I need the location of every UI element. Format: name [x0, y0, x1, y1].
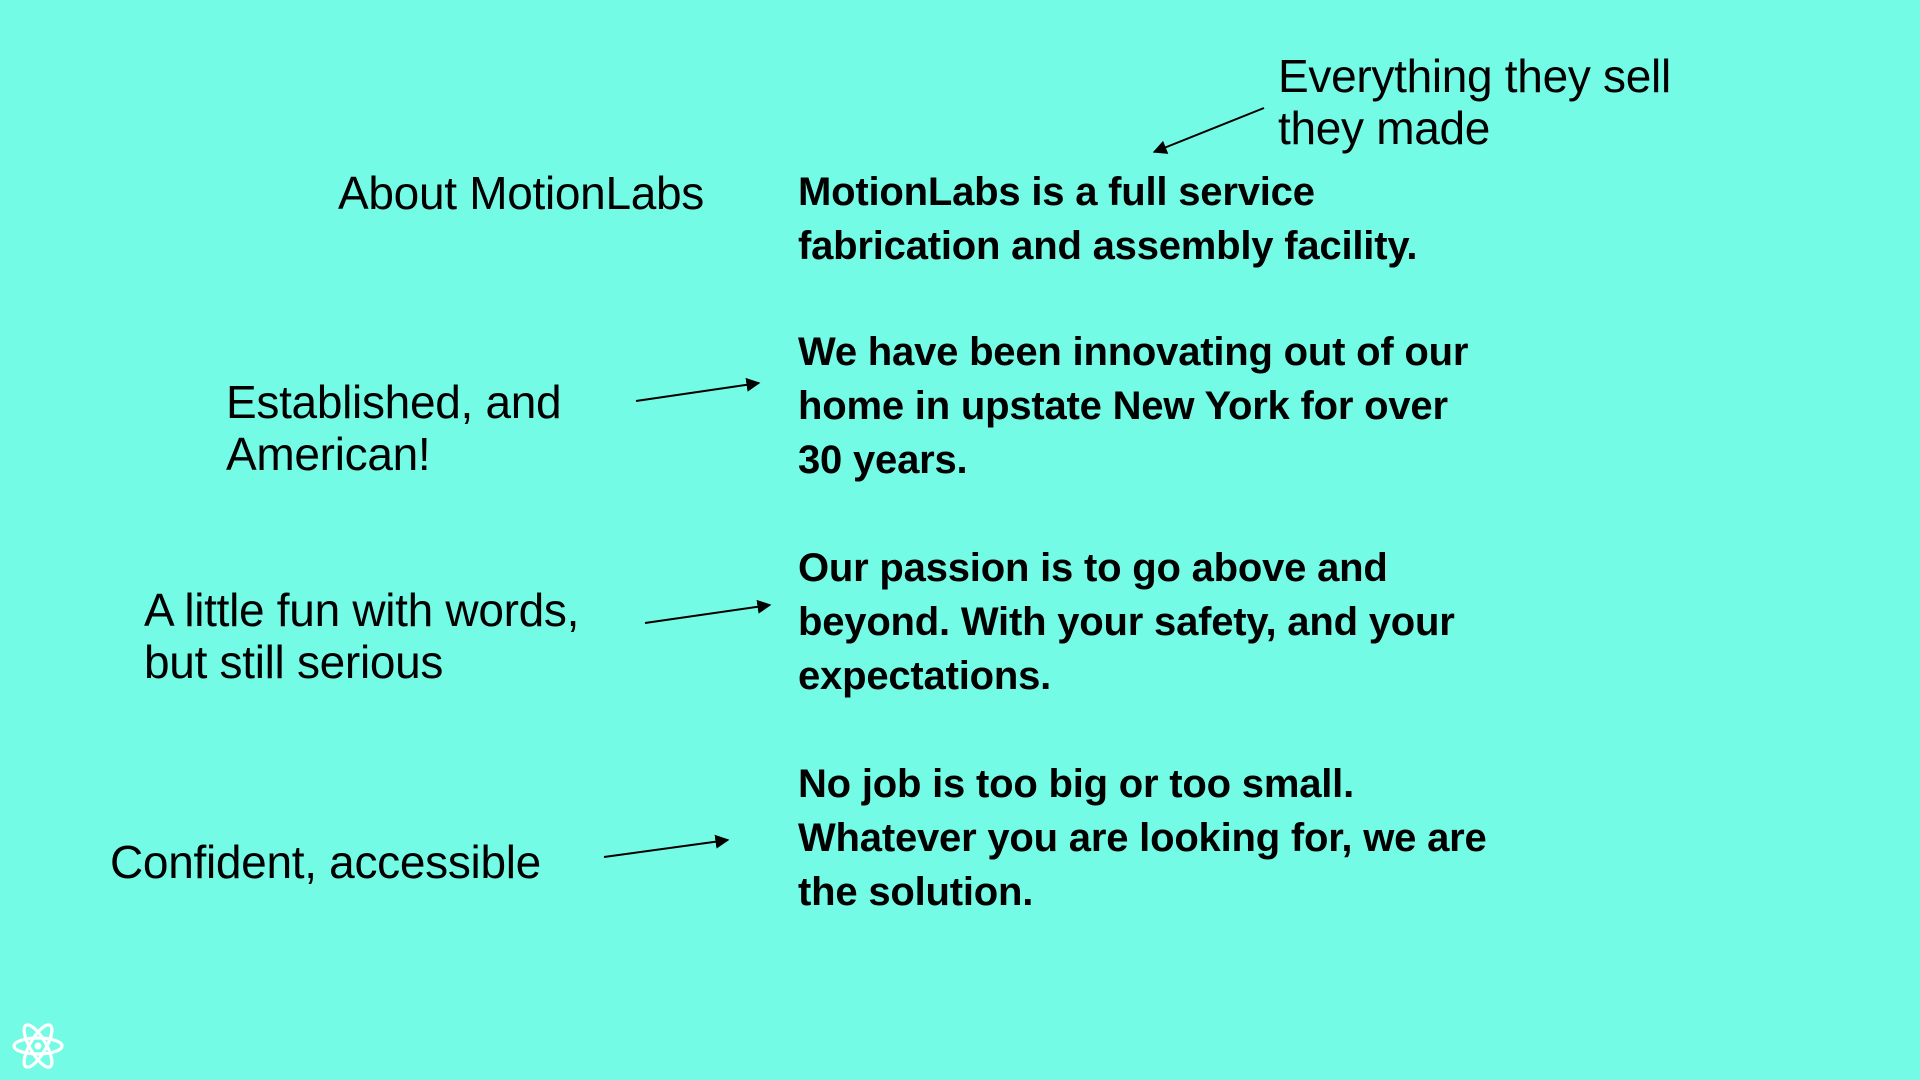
annotation-line: they made [1278, 102, 1491, 154]
page-title: About MotionLabs [338, 167, 705, 219]
paragraph-line: We have been innovating out of our [798, 330, 1469, 374]
paragraph-line: fabrication and assembly facility. [798, 224, 1418, 268]
paragraph-line: 30 years. [798, 438, 968, 482]
annotation-line: American! [226, 428, 431, 480]
annotation-established: Established, and American! [226, 376, 562, 480]
arrow-confident [603, 834, 730, 858]
annotation-line: Everything they sell [1278, 50, 1671, 102]
annotation-confident: Confident, accessible [110, 836, 541, 888]
arrow-made [1152, 107, 1265, 154]
annotation-line: Established, and [226, 376, 562, 428]
paragraph-history: We have been innovating out of our home … [798, 325, 1468, 487]
paragraph-line: MotionLabs is a full service [798, 170, 1315, 214]
paragraph-line: Whatever you are looking for, we are [798, 816, 1487, 860]
paragraph-line: beyond. With your safety, and your [798, 600, 1455, 644]
atom-logo-icon [12, 1023, 64, 1069]
paragraph-line: expectations. [798, 654, 1052, 698]
annotation-fun: A little fun with words, but still serio… [144, 584, 579, 688]
paragraph-passion: Our passion is to go above and beyond. W… [798, 541, 1455, 703]
annotation-line: but still serious [144, 636, 444, 688]
paragraph-line: the solution. [798, 870, 1034, 914]
paragraph-solution: No job is too big or too small. Whatever… [798, 757, 1487, 919]
arrow-established [635, 377, 761, 402]
paragraph-intro: MotionLabs is a full service fabrication… [798, 165, 1418, 273]
arrow-fun [644, 599, 772, 624]
annotation-line: A little fun with words, [144, 584, 580, 636]
annotation-made: Everything they sell they made [1278, 50, 1671, 154]
paragraph-line: No job is too big or too small. [798, 762, 1355, 806]
paragraph-line: home in upstate New York for over [798, 384, 1448, 428]
paragraph-line: Our passion is to go above and [798, 546, 1388, 590]
annotation-line: Confident, accessible [110, 836, 541, 888]
